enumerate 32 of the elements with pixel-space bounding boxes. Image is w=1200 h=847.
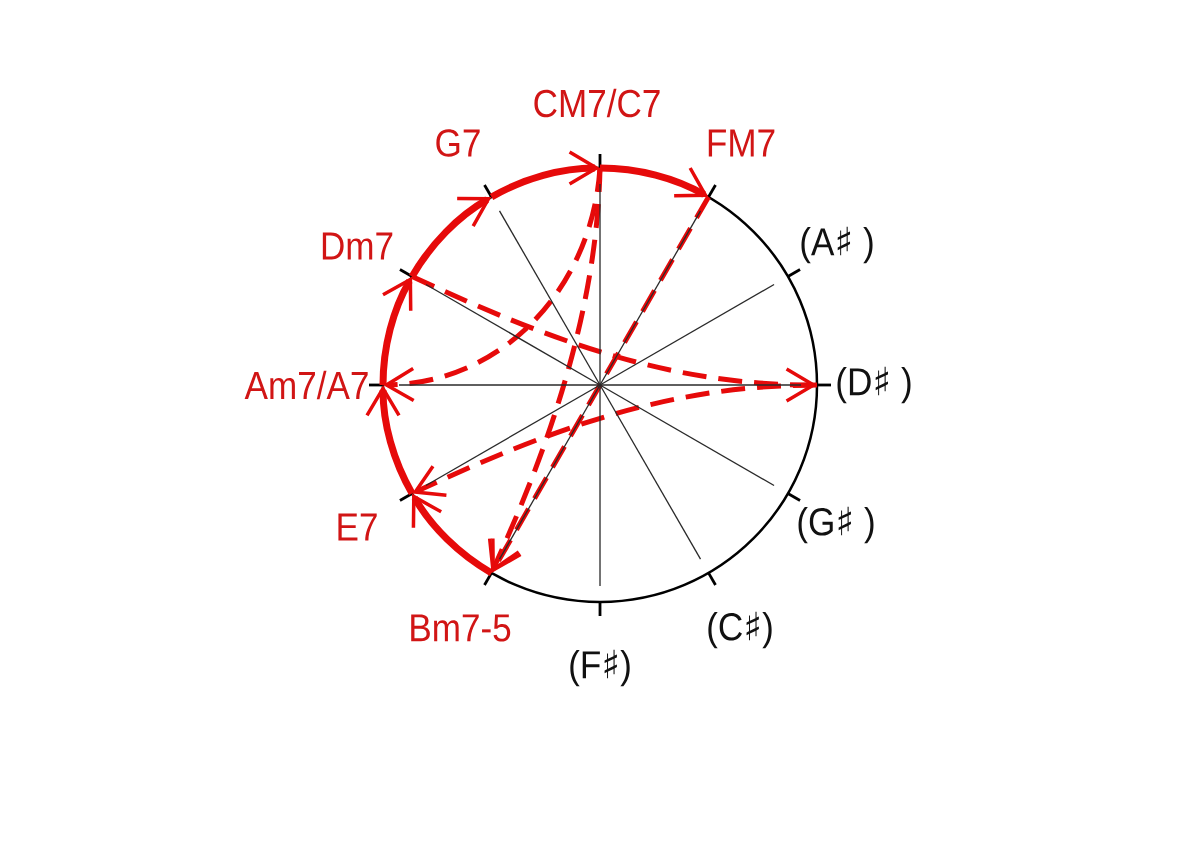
chord-label: Am7/A7 [244,370,368,400]
arc-arrow [411,493,494,576]
tick-mark [399,492,413,502]
tick-mark [707,572,717,586]
chord-label: FM7 [708,129,775,157]
note-label: (D♯ ) [837,366,911,404]
tick-mark [598,602,602,616]
chord-label: Bm7-5 [411,614,511,642]
tick-mark [787,492,801,502]
arc-arrow [409,196,492,279]
arc-arrow [365,385,416,496]
chord-label: CM7/C7 [534,88,660,118]
tick-mark [369,383,383,387]
note-label: (C♯) [708,611,772,649]
note-label: (F♯) [570,649,630,687]
chord-label: G7 [436,129,480,157]
tick-mark [787,268,801,278]
chord-label: Dm7 [322,232,393,260]
tick-mark [483,184,493,198]
dashed-arrow [491,195,711,573]
tick-mark [483,572,493,586]
arc-arrow [379,276,413,386]
chord-label: E7 [338,513,377,541]
tick-mark [707,184,717,198]
arc-arrow [599,164,709,198]
tick-mark [598,154,602,168]
note-label: (A♯ ) [801,226,873,264]
note-label: (G♯ ) [798,506,874,544]
arc-arrow [489,150,600,201]
tick-mark [399,268,413,278]
tick-mark [817,383,831,387]
dashed-arrow [412,382,818,497]
